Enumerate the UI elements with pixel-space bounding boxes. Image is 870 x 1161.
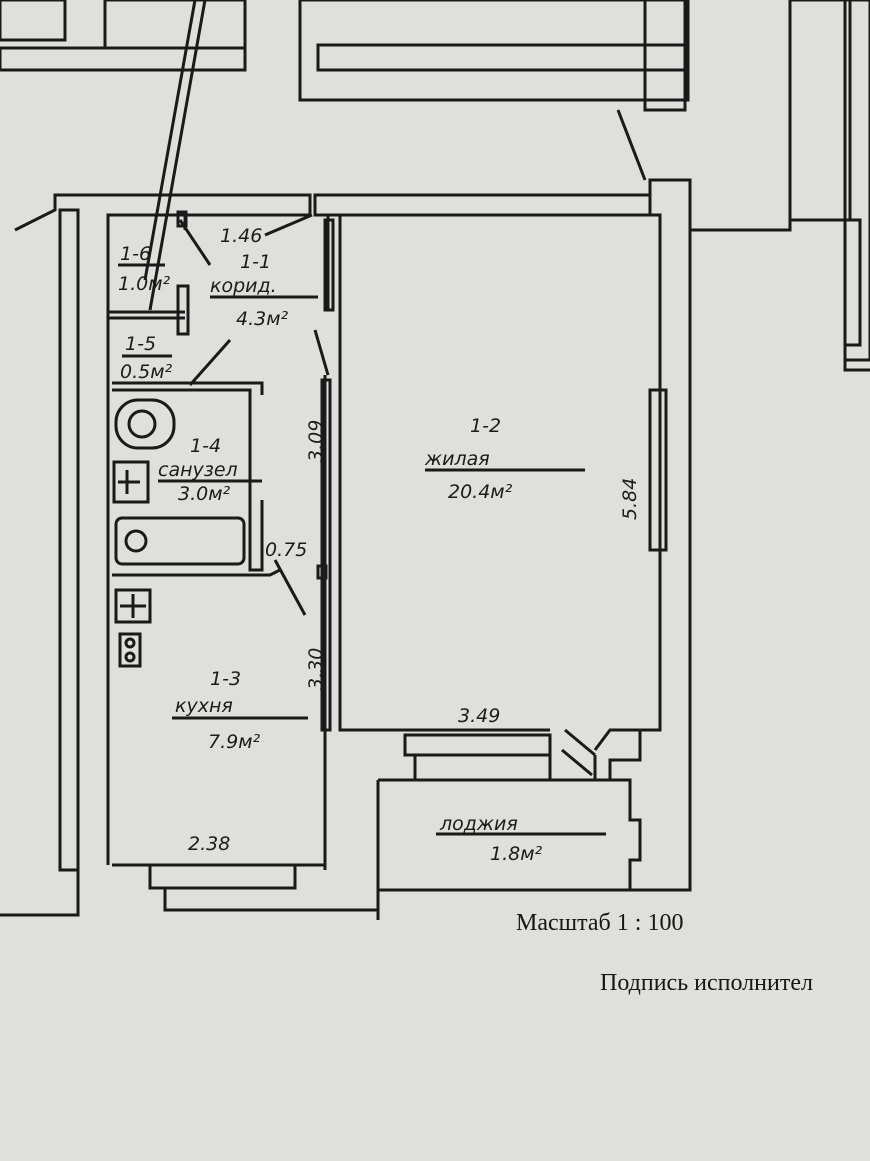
room-1-3-number: 1-3: [210, 668, 241, 690]
room-1-6-number: 1-6: [120, 243, 151, 265]
room-1-5-area: 0.5м²: [120, 361, 173, 383]
room-1-4-name: санузел: [158, 459, 238, 481]
dimension-1-46: 1.46: [220, 225, 262, 247]
room-1-6-area: 1.0м²: [118, 273, 171, 295]
dimension-3-49: 3.49: [458, 705, 500, 727]
room-1-3-area: 7.9м²: [208, 731, 261, 753]
room-1-2-area: 20.4м²: [448, 481, 513, 503]
loggia-area: 1.8м²: [490, 843, 543, 865]
room-1-5-number: 1-5: [125, 333, 156, 355]
dimension-0-75: 0.75: [265, 539, 307, 561]
dimension-2-38: 2.38: [188, 833, 230, 855]
room-1-4-number: 1-4: [190, 435, 221, 457]
dimension-labels: 1.46 3.09 0.75 3.30 5.84 3.49 2.38: [188, 225, 641, 855]
dimension-3-09: 3.09: [305, 420, 327, 462]
signature-label: Подпись исполнител: [600, 970, 813, 996]
loggia-name: лоджия: [439, 813, 518, 835]
room-1-1-name: корид.: [210, 275, 277, 297]
room-1-1-number: 1-1: [240, 251, 271, 273]
dimension-5-84: 5.84: [619, 478, 641, 520]
room-1-2-name: жилая: [424, 448, 490, 470]
room-1-2-number: 1-2: [470, 415, 501, 437]
scale-label: Масштаб 1 : 100: [516, 910, 684, 936]
room-labels: 1-6 1.0м² 1-1 корид. 4.3м² 1-5 0.5м² 1-4…: [118, 243, 606, 865]
room-1-4-area: 3.0м²: [178, 483, 231, 505]
room-1-1-area: 4.3м²: [236, 308, 289, 330]
dimension-3-30: 3.30: [305, 648, 327, 690]
room-1-3-name: кухня: [175, 695, 233, 717]
walls: [0, 0, 870, 920]
